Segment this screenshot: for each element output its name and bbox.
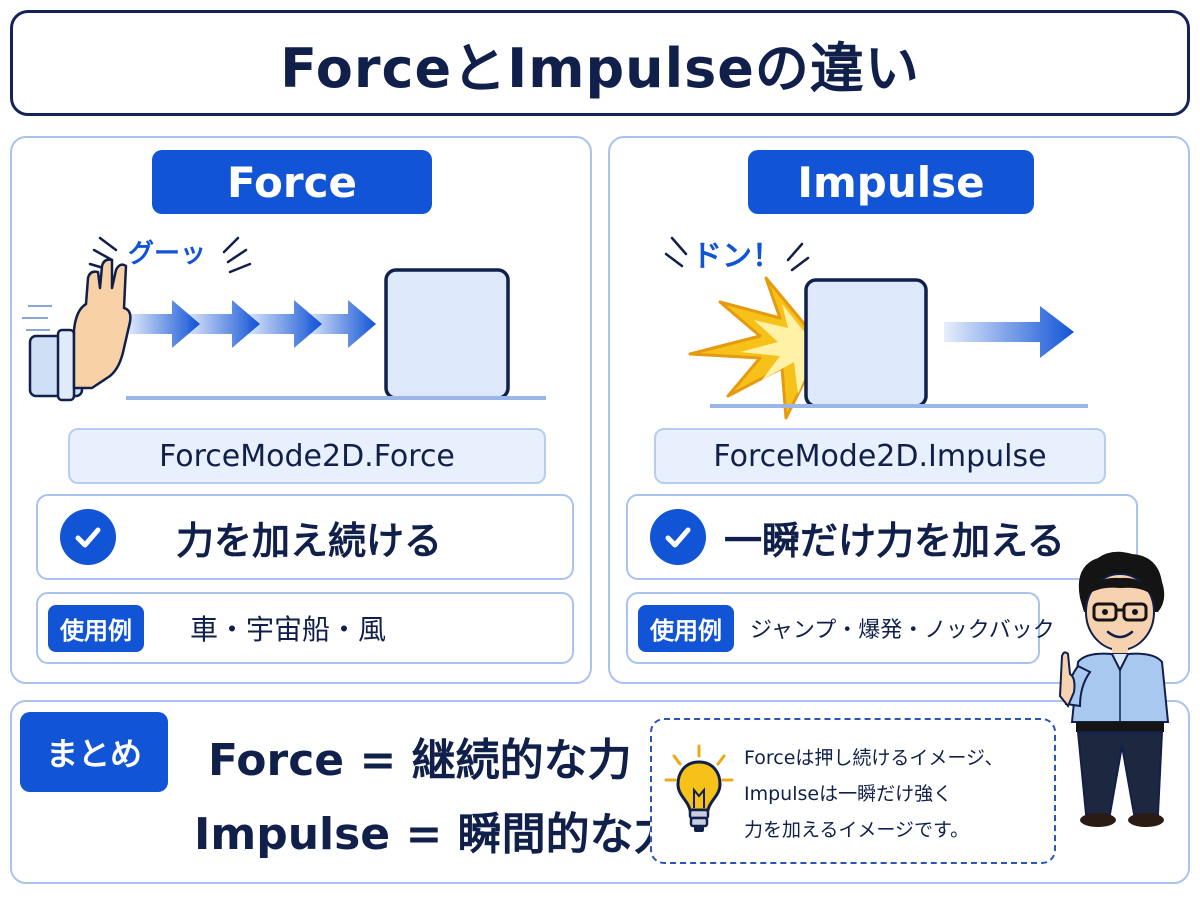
force-header: Force xyxy=(152,150,432,214)
note-line-1: Forceは押し続けるイメージ、 xyxy=(744,747,1004,769)
arrow-right-icon xyxy=(130,300,376,348)
arrow-right-icon xyxy=(944,306,1074,358)
force-illustration: グーッ xyxy=(22,236,546,402)
impulse-mode-box: ForceMode2D.Impulse xyxy=(654,428,1106,484)
motion-lines-icon xyxy=(88,236,252,274)
force-description-box: 力を加え続ける xyxy=(36,494,574,580)
impulse-panel: Impulse ドン！ ForceMode2D.Impulse xyxy=(608,136,1190,684)
hand-push-icon xyxy=(22,258,132,402)
force-description: 力を加え続ける xyxy=(176,518,443,563)
title-banner: ForceとImpulseの違い xyxy=(10,10,1190,116)
force-use-label: 使用例 xyxy=(48,604,144,652)
block-icon xyxy=(804,278,928,408)
impulse-description: 一瞬だけ力を加える xyxy=(724,518,1065,563)
check-icon xyxy=(650,509,706,565)
page-title: ForceとImpulseの違い xyxy=(280,36,920,100)
impact-lines-icon xyxy=(664,236,810,272)
check-icon xyxy=(60,509,116,565)
summary-note-text: Forceは押し続けるイメージ、 Impulseは一瞬だけ強く 力を加えるイメー… xyxy=(744,740,1003,848)
impulse-header: Impulse xyxy=(748,150,1034,214)
force-use-box: 使用例 車・宇宙船・風 xyxy=(36,592,574,664)
note-line-2: Impulseは一瞬だけ強く xyxy=(744,783,953,805)
summary-line-impulse: Impulse = 瞬間的な力 xyxy=(194,809,678,860)
impulse-mode-text: ForceMode2D.Impulse xyxy=(713,438,1047,474)
summary-note: Forceは押し続けるイメージ、 Impulseは一瞬だけ強く 力を加えるイメー… xyxy=(650,718,1056,864)
note-line-3: 力を加えるイメージです。 xyxy=(744,819,970,841)
force-mode-box: ForceMode2D.Force xyxy=(68,428,546,484)
lightbulb-icon xyxy=(664,744,734,832)
impulse-sound-text: ドン！ xyxy=(692,239,782,274)
force-use-text: 車・宇宙船・風 xyxy=(190,613,387,646)
summary-panel: まとめ Force = 継続的な力 Impulse = 瞬間的な力 Forceは… xyxy=(10,700,1190,884)
impulse-use-text: ジャンプ・爆発・ノックバック xyxy=(750,618,1055,643)
teacher-character xyxy=(1058,551,1170,827)
force-mode-text: ForceMode2D.Force xyxy=(159,438,455,474)
impulse-description-box: 一瞬だけ力を加える xyxy=(626,494,1138,580)
force-sound-text: グーッ xyxy=(128,239,206,269)
force-panel: Force グーッ xyxy=(10,136,592,684)
impulse-use-box: 使用例 ジャンプ・爆発・ノックバック xyxy=(626,592,1055,664)
impulse-illustration: ドン！ xyxy=(664,236,1088,420)
impulse-use-label: 使用例 xyxy=(638,604,734,652)
block-icon xyxy=(384,268,510,400)
summary-line-force: Force = 継続的な力 xyxy=(208,735,632,786)
summary-label: まとめ xyxy=(20,712,168,792)
